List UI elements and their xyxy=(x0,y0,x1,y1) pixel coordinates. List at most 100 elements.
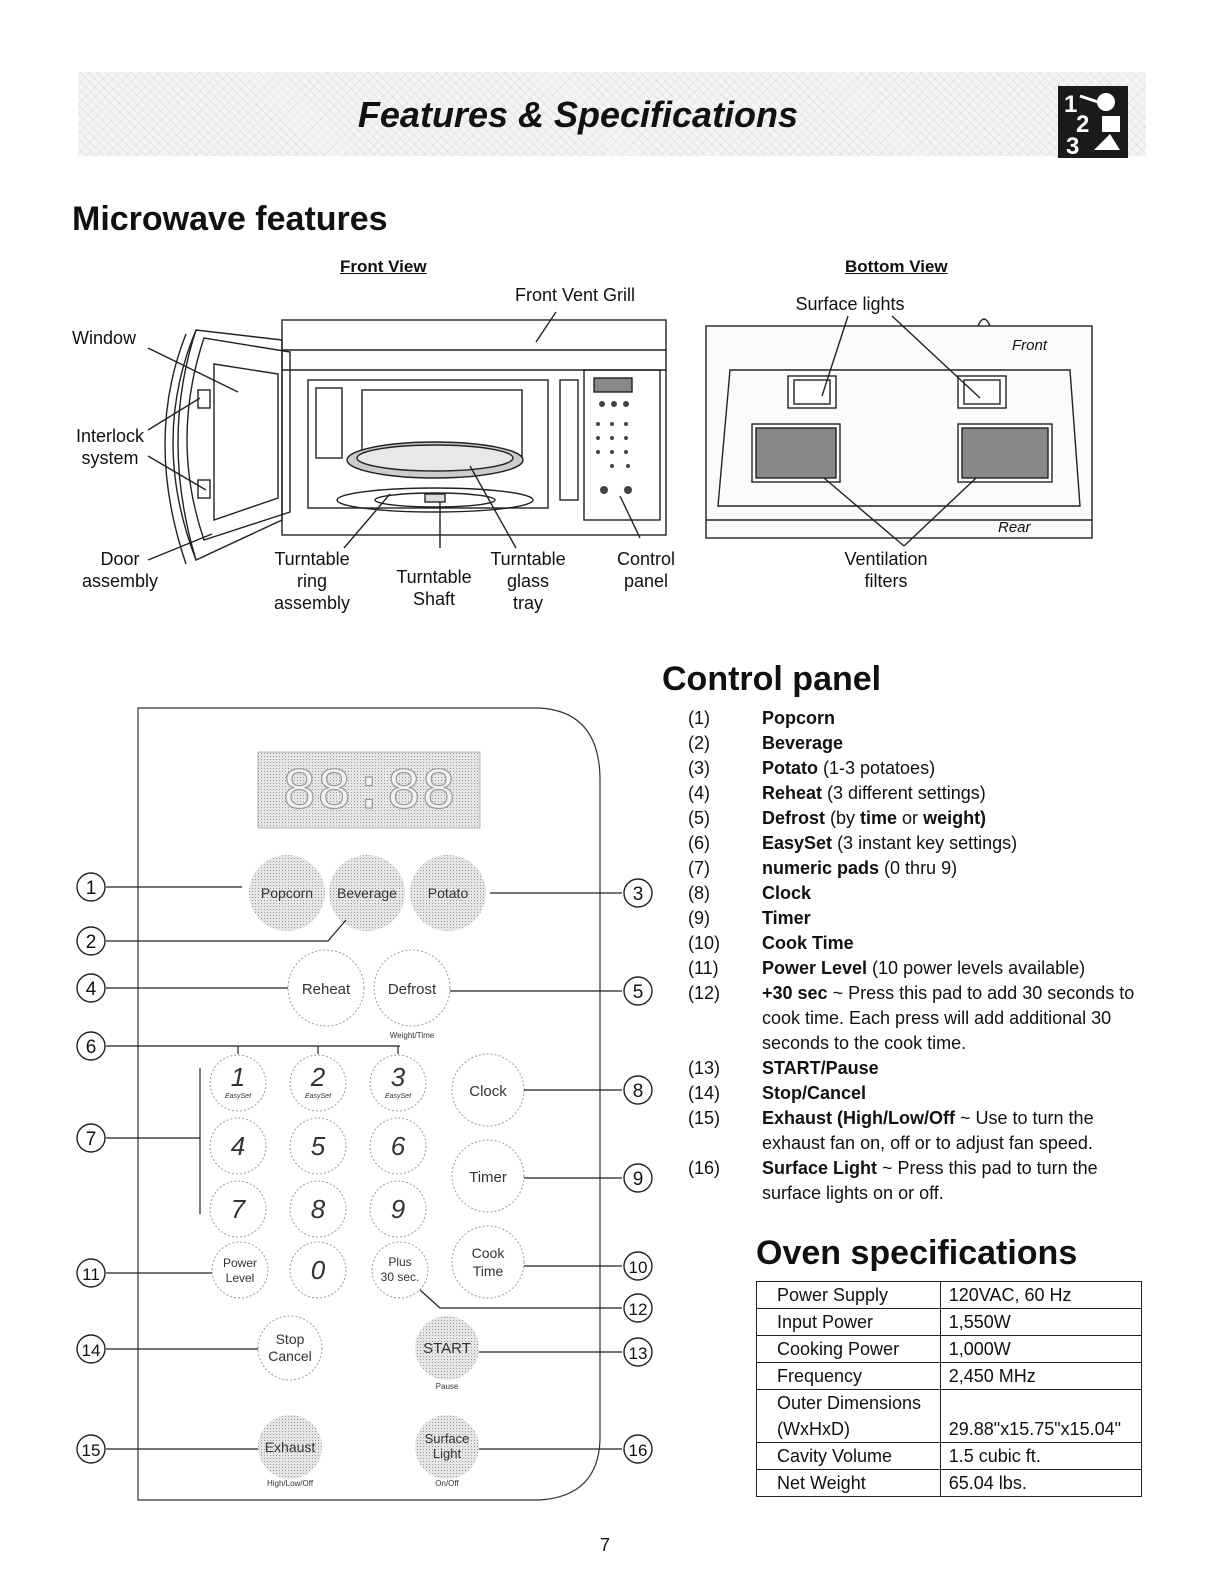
svg-text:2: 2 xyxy=(1076,111,1089,138)
surface-lights-callout: Surface lights xyxy=(795,294,905,314)
window-callout: Window xyxy=(72,328,137,348)
key-8: 8 xyxy=(311,1194,326,1224)
popcorn-key: Popcorn xyxy=(261,885,313,901)
callout-6: 6 xyxy=(86,1037,97,1058)
callout-3: 3 xyxy=(633,884,644,905)
spec-value: 2,450 MHz xyxy=(939,1362,1143,1390)
list-item: (15)Exhaust (High/Low/Off ~ Use to turn … xyxy=(688,1106,1148,1156)
list-item-number: (15) xyxy=(688,1108,721,1128)
potato-key: Potato xyxy=(428,885,469,901)
list-item: (12)+30 sec ~ Press this pad to add 30 s… xyxy=(688,981,1148,1056)
door-assembly-callout: Door assembly xyxy=(81,549,159,591)
callout-8: 8 xyxy=(633,1081,644,1102)
key-3: 3 xyxy=(391,1062,406,1092)
pause-subtext: Pause xyxy=(436,1382,459,1391)
time-key: Time xyxy=(473,1263,504,1279)
list-item: (10) Cook Time xyxy=(688,931,1148,956)
svg-text:3: 3 xyxy=(1066,133,1079,158)
list-item: (8)Clock xyxy=(688,881,1148,906)
list-item-number: (9) xyxy=(688,908,710,928)
control-panel-list: (1)Popcorn(2)Beverage(3)Potato (1-3 pota… xyxy=(688,706,1148,1206)
list-item: (9) Timer xyxy=(688,906,1148,931)
cook-key: Cook xyxy=(472,1245,506,1261)
list-item: (4)Reheat (3 different settings) xyxy=(688,781,1148,806)
key-3-sub: EasySet xyxy=(385,1093,412,1100)
list-item: (11)Power Level (10 power levels availab… xyxy=(688,956,1148,981)
list-item-text: Cook Time xyxy=(762,933,854,953)
list-item-text: Defrost (by time or weight) xyxy=(762,808,987,828)
interlock-callout: Interlock system xyxy=(75,426,145,468)
bottom-view-diagram xyxy=(705,315,1093,547)
spec-label: Cavity Volume xyxy=(756,1442,941,1470)
list-item: (7)numeric pads (0 thru 9) xyxy=(688,856,1148,881)
list-item-number: (5) xyxy=(688,808,710,828)
steps-123-icon: 1 2 3 xyxy=(1058,86,1128,158)
front-view-diagram xyxy=(147,311,667,565)
front-view-label: Front View xyxy=(340,257,427,276)
list-item: (14)Stop/Cancel xyxy=(688,1081,1148,1106)
spec-value: 29.88"x15.75"x15.04" xyxy=(939,1389,1143,1443)
callout-5: 5 xyxy=(633,982,644,1003)
list-item-number: (2) xyxy=(688,733,710,753)
key-4: 4 xyxy=(231,1131,245,1161)
spec-value: 1,550W xyxy=(939,1308,1143,1336)
list-item-text: numeric pads (0 thru 9) xyxy=(762,858,958,878)
ventilation-filters-callout: Ventilation filters xyxy=(844,549,928,591)
page-number: 7 xyxy=(600,1535,611,1555)
key-6: 6 xyxy=(391,1131,406,1161)
list-item-number: (10) xyxy=(688,933,721,953)
surface-key: Surface xyxy=(425,1431,470,1446)
key-0: 0 xyxy=(311,1255,326,1285)
turntable-shaft-callout: Turntable Shaft xyxy=(396,567,472,609)
spec-label: Input Power xyxy=(756,1308,941,1336)
front-label: Front xyxy=(1012,337,1048,354)
list-item: (6)EasySet (3 instant key settings) xyxy=(688,831,1148,856)
svg-text:1: 1 xyxy=(1064,91,1077,118)
callout-13: 13 xyxy=(629,1344,648,1363)
spec-label: Cooking Power xyxy=(756,1335,941,1363)
list-item-number: (1) xyxy=(688,708,710,728)
turntable-ring-callout: Turntable ring assembly xyxy=(273,549,351,613)
start-key: START xyxy=(423,1340,471,1357)
table-row: Outer Dimensions(WxHxD)29.88"x15.75"x15.… xyxy=(756,1389,1143,1443)
spec-value: 65.04 lbs. xyxy=(939,1469,1143,1497)
list-item-number: (13) xyxy=(688,1058,721,1078)
list-item: (1) Popcorn xyxy=(688,706,1148,731)
spec-label: Frequency xyxy=(756,1362,941,1390)
front-vent-grill-callout: Front Vent Grill xyxy=(514,285,636,305)
list-item-text: Potato (1-3 potatoes) xyxy=(762,758,936,778)
spec-label: Power Supply xyxy=(756,1281,941,1309)
list-item-text: Timer xyxy=(762,908,811,928)
list-item-number: (11) xyxy=(688,958,719,978)
callout-4: 4 xyxy=(86,979,97,1000)
list-item-text: Surface Light ~ Press this pad to turn t… xyxy=(762,1158,1098,1203)
thirty-sec-key: 30 sec. xyxy=(381,1270,420,1284)
turntable-glass-callout: Turntable glass tray xyxy=(490,549,566,613)
list-item: (5) Defrost (by time or weight) xyxy=(688,806,1148,831)
defrost-key: Defrost xyxy=(388,981,437,998)
oven-specifications-heading: Oven specifications xyxy=(756,1234,1078,1272)
defrost-subtext: Weight/Time xyxy=(390,1031,435,1040)
list-item-text: Reheat (3 different settings) xyxy=(762,783,986,803)
callout-15: 15 xyxy=(82,1441,101,1460)
page-title: Features & Specifications xyxy=(357,94,799,135)
callout-16: 16 xyxy=(629,1441,648,1460)
list-item-text: EasySet (3 instant key settings) xyxy=(762,833,1018,853)
callout-7: 7 xyxy=(86,1129,97,1150)
reheat-key: Reheat xyxy=(302,981,351,998)
callout-10: 10 xyxy=(629,1258,648,1277)
callout-2: 2 xyxy=(86,932,97,953)
list-item-text: Popcorn xyxy=(762,708,836,728)
spec-value: 1.5 cubic ft. xyxy=(939,1442,1143,1470)
list-item: (16)Surface Light ~ Press this pad to tu… xyxy=(688,1156,1148,1206)
plus-key: Plus xyxy=(388,1255,411,1269)
key-9: 9 xyxy=(391,1194,405,1224)
stop-key: Stop xyxy=(276,1331,305,1347)
display-readout: 88:88 xyxy=(282,761,456,826)
clock-key: Clock xyxy=(469,1083,507,1100)
beverage-key: Beverage xyxy=(337,885,397,901)
